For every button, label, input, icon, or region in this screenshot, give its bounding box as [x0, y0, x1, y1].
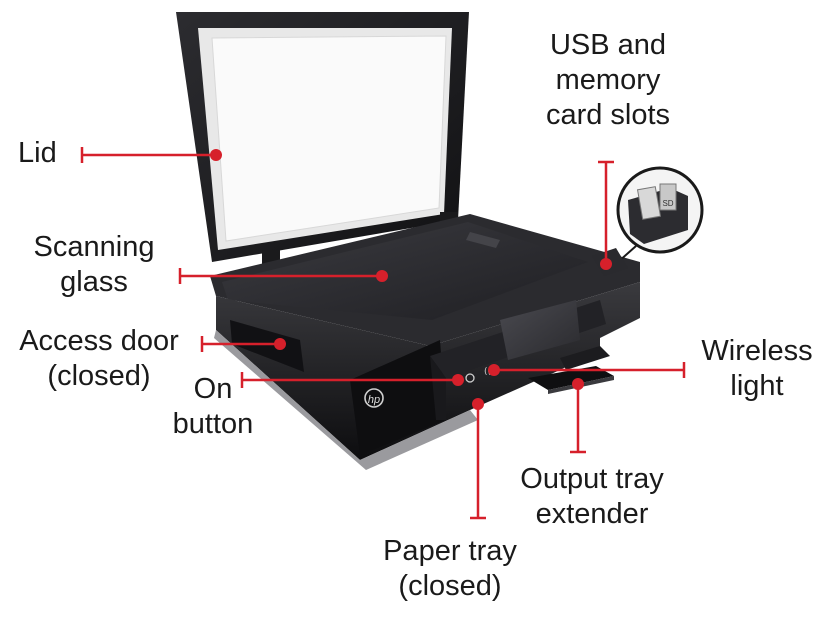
label-scanning-glass: Scanning glass	[33, 231, 155, 298]
label-paper-tray: Paper tray (closed)	[383, 535, 517, 602]
label-usb-slots: USB and memory card slots	[545, 29, 671, 131]
callout-lines	[80, 147, 686, 520]
usb-slot-inset: SD	[592, 166, 704, 276]
hp-logo-text: hp	[368, 394, 380, 406]
hp-logo: hp	[364, 388, 384, 408]
label-output-extender: Output tray extender	[520, 463, 664, 530]
lid	[176, 12, 469, 264]
label-lid: Lid	[18, 137, 57, 169]
sd-card-text: SD	[662, 199, 673, 208]
label-access-door: Access door (closed)	[19, 325, 179, 392]
label-on-button: On button	[172, 373, 254, 440]
label-wireless-light: Wireless light	[701, 335, 813, 402]
printer-body	[214, 282, 640, 470]
power-icon	[465, 373, 475, 383]
